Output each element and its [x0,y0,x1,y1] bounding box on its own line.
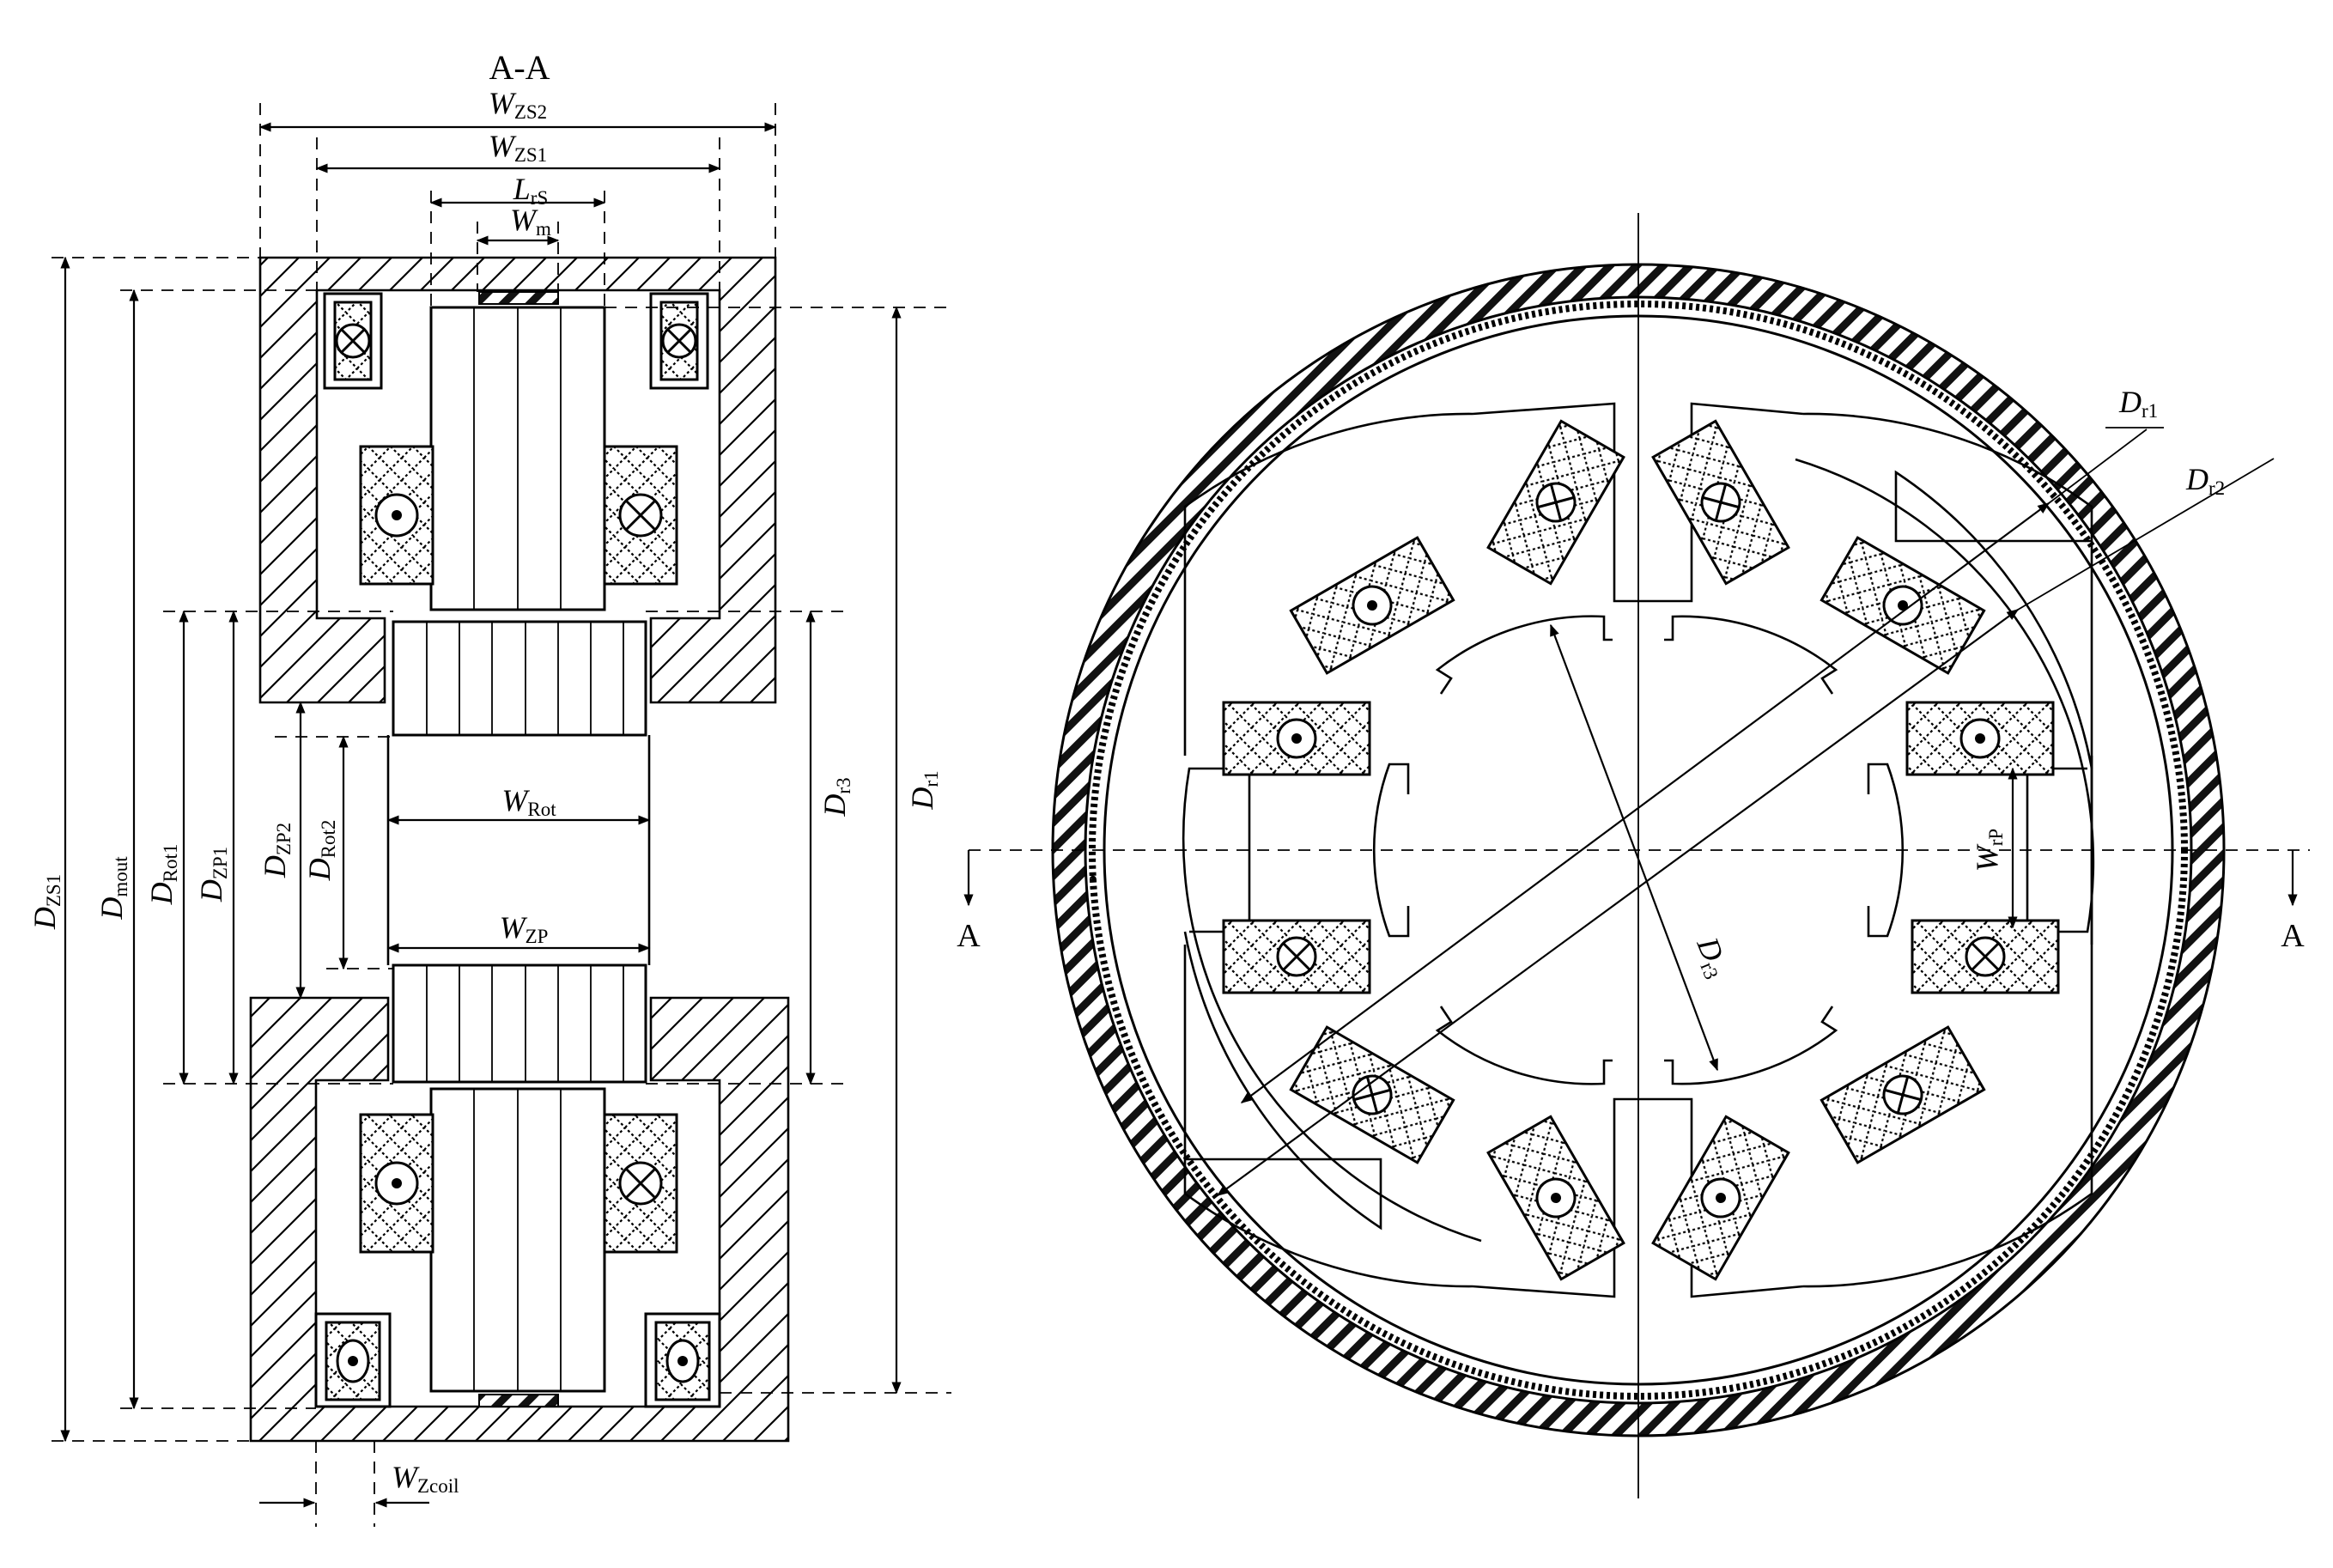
dr1-leader [2048,428,2148,504]
upper-pole-piece [392,620,647,737]
dzp1-label: DZP1 [194,847,231,903]
wzcoil-label: WZcoil [392,1460,459,1497]
section-mark-right: A [2281,918,2305,954]
section-mark-left: A [957,918,981,954]
lower-magnet [478,1394,559,1407]
lower-pole-piece [392,963,647,1084]
front-view: A A Dr1 Dr2 Dr3 WrP [957,213,2310,1498]
dr3-front-dimension [1549,623,1719,1072]
wzs2-label: WZS2 [489,86,547,123]
dzs1-label: DZS1 [27,874,64,930]
wrot-label: WRot [501,783,556,820]
dmout-label: Dmout [94,856,131,921]
upper-magnet [478,291,559,305]
dzp2-label: DZP2 [258,823,295,878]
lower-stator-housing [249,996,790,1443]
drot2-label: DRot2 [302,820,339,882]
dr1-label: Dr1 [905,770,942,810]
section-view: A-A [27,48,951,1527]
dr3-label: Dr3 [817,777,854,817]
wzs1-label: WZS1 [489,129,547,166]
rotor-lamination-lines [473,307,562,1391]
section-title: A-A [489,48,550,87]
lrs-label: LrS [513,172,548,209]
drot1-label: DRot1 [144,844,181,906]
stator-yoke [1183,402,2093,1298]
dr2-front-label: Dr2 [2185,462,2225,499]
pole-lamination-lines [426,622,624,1082]
dr2-leader [2017,458,2275,611]
section-coils [314,292,721,1408]
dr1-front-label: Dr1 [2118,385,2158,422]
wm-label: Wm [510,203,551,240]
wrp-label: WrP [1970,829,2007,872]
wzp-label: WZP [500,910,549,947]
